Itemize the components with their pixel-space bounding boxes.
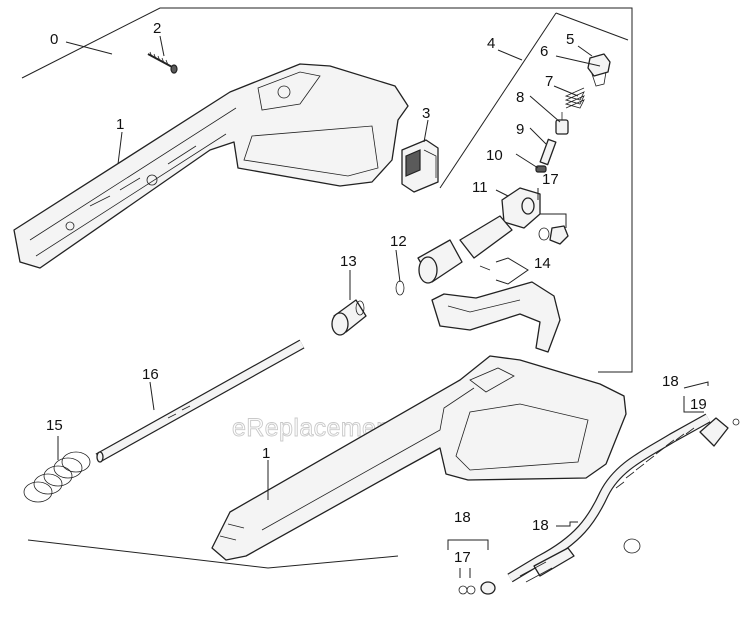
callout-4: 4 <box>487 35 495 52</box>
valve-pin <box>555 112 569 135</box>
callout-17-upper: 17 <box>542 171 559 188</box>
callout-6: 6 <box>540 43 548 60</box>
valve-oring-and-nut <box>538 225 569 245</box>
callout-18-lower-left: 18 <box>454 509 471 526</box>
valve-plug <box>587 53 611 87</box>
screw <box>147 51 178 74</box>
callout-15: 15 <box>46 417 63 434</box>
trigger-lever <box>431 265 561 353</box>
valve-body <box>459 187 541 259</box>
callout-2: 2 <box>153 20 161 37</box>
callout-numbers: 0 2 1 3 4 5 6 7 8 9 10 17 11 12 13 14 16… <box>46 20 707 566</box>
callout-14: 14 <box>534 255 551 272</box>
handle-half-left <box>13 63 409 269</box>
callout-18-hose: 18 <box>532 517 549 534</box>
oring <box>395 280 405 296</box>
callout-1-upper: 1 <box>116 116 124 133</box>
callout-16: 16 <box>142 366 159 383</box>
callout-1-lower: 1 <box>262 445 270 462</box>
valve-sleeve <box>417 239 463 284</box>
callout-5: 5 <box>566 31 574 48</box>
callout-10: 10 <box>486 147 503 164</box>
callout-7: 7 <box>545 73 553 90</box>
high-pressure-hose <box>458 413 740 595</box>
callout-0: 0 <box>50 31 58 48</box>
leader-lines <box>57 35 709 578</box>
callout-17-lower: 17 <box>454 549 471 566</box>
callout-12: 12 <box>390 233 407 250</box>
callout-11: 11 <box>472 179 488 196</box>
callout-19: 19 <box>690 396 707 413</box>
callout-13: 13 <box>340 253 357 270</box>
lance-tube <box>95 339 305 463</box>
valve-stem <box>539 138 557 166</box>
stem-seal <box>535 165 547 173</box>
callout-3: 3 <box>422 105 430 122</box>
callout-8: 8 <box>516 89 524 106</box>
trigger-clip <box>401 139 439 193</box>
coil-spring <box>23 451 91 503</box>
assembly-boundary <box>21 7 633 569</box>
handle-half-right <box>211 355 627 561</box>
valve-spring <box>564 87 585 109</box>
callout-9: 9 <box>516 121 524 138</box>
valve-subassembly-boundary <box>439 12 629 189</box>
adapter-fitting <box>331 299 367 336</box>
callout-18-upper-right: 18 <box>662 373 679 390</box>
